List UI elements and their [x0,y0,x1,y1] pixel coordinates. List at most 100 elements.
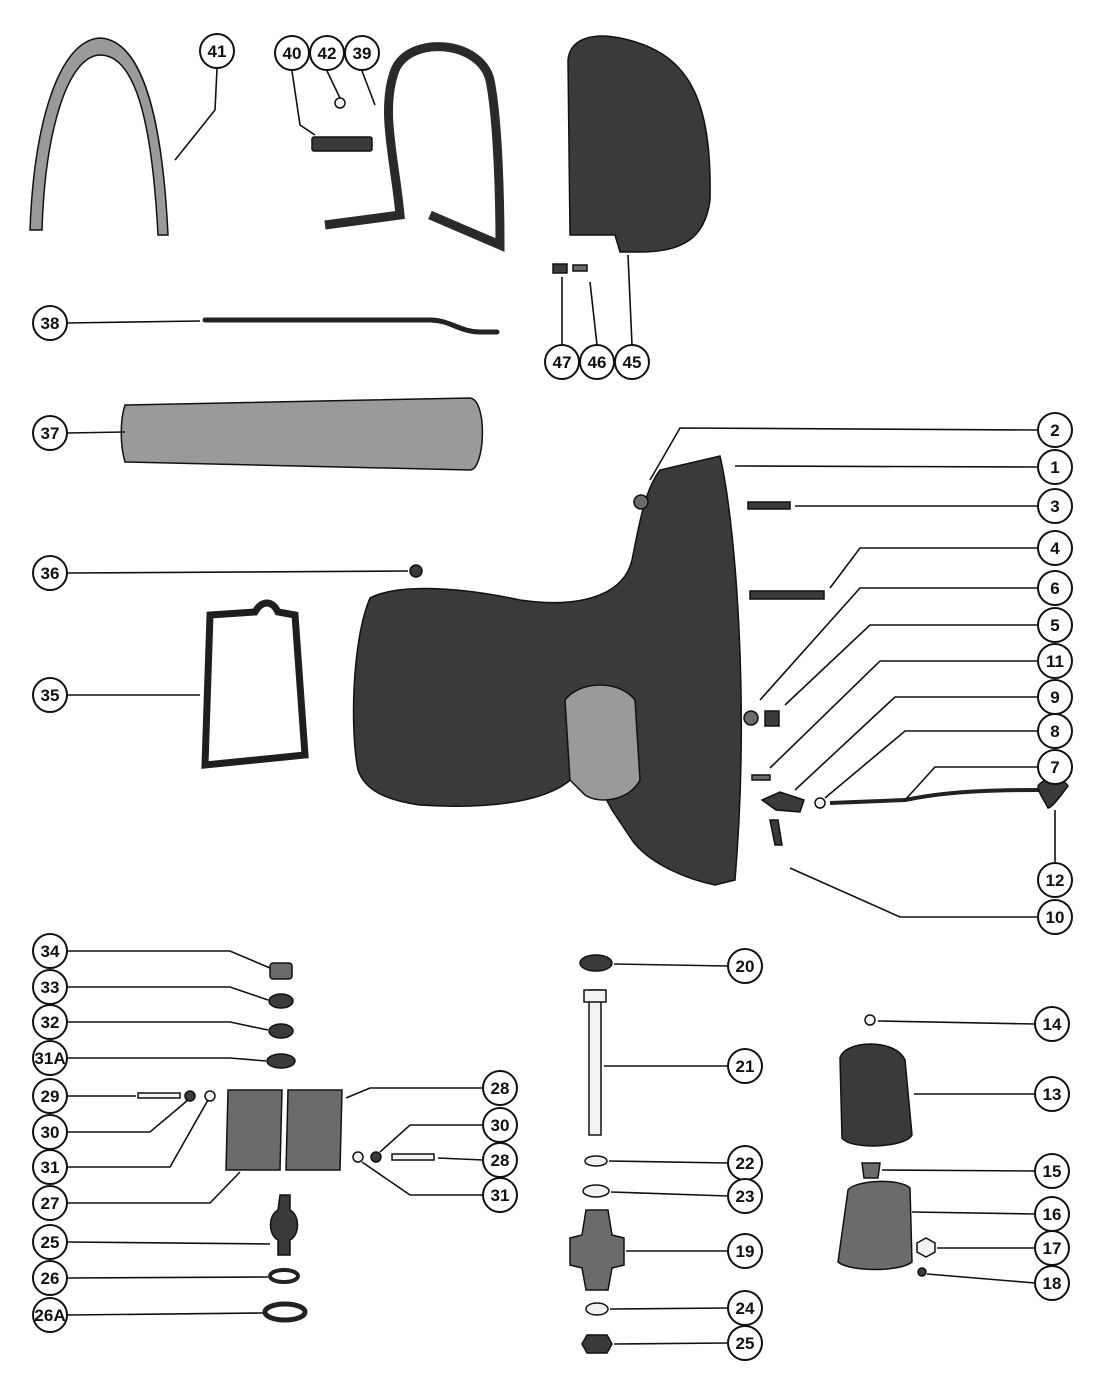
svg-text:32: 32 [41,1013,60,1032]
callout-17: 17 [1034,1230,1070,1266]
callout-18: 18 [1034,1265,1070,1301]
svg-text:25: 25 [41,1233,60,1252]
part-13-cover [839,1043,913,1147]
leader-31A-right [379,1124,483,1153]
svg-text:15: 15 [1043,1162,1062,1181]
svg-text:9: 9 [1050,688,1059,707]
svg-text:26A: 26A [34,1306,65,1325]
leader-5 [784,624,1037,706]
svg-text:13: 13 [1043,1085,1062,1104]
callout-28: 27 [32,1185,68,1221]
part-36-bushing [269,962,293,980]
leader-26 [66,1241,271,1245]
callout-11: 11 [1037,643,1073,679]
part-38-nut [409,564,423,578]
callout-8: 8 [1037,713,1073,749]
part-31-bolt [137,1092,181,1099]
leader-24 [609,1307,729,1310]
part-46-screw [572,264,588,272]
svg-text:14: 14 [1043,1015,1062,1034]
svg-text:6: 6 [1050,579,1059,598]
leader-11 [769,660,1037,769]
part-16-bracket [837,1180,913,1271]
leader-22 [608,1160,729,1164]
svg-text:38: 38 [41,314,60,333]
leader-41 [361,70,376,106]
part-42-plate [311,136,373,152]
svg-text:40: 40 [283,44,302,63]
svg-text:31A: 31A [34,1049,65,1068]
callout-13: 13 [1034,1076,1070,1112]
part-1-housing-detail [564,684,641,801]
callout-24: 24 [727,1290,763,1326]
leader-42 [291,70,316,136]
callout-35: 33 [32,969,68,1005]
callout-27: 26A [32,1297,68,1333]
leader-18 [926,1273,1036,1284]
leader-44 [326,70,341,99]
svg-text:33: 33 [41,978,60,997]
svg-text:5: 5 [1050,616,1059,635]
part-7-shift-rod [829,788,1041,805]
callout-36: 34 [32,933,68,969]
svg-text:30: 30 [41,1123,60,1142]
svg-text:24: 24 [736,1299,755,1318]
svg-text:17: 17 [1043,1239,1062,1258]
callout-33: 31A [32,1040,68,1076]
svg-text:37: 37 [41,424,60,443]
part-30-bolt [391,1153,435,1161]
svg-text:21: 21 [736,1057,755,1076]
callout-47: 47 [544,344,580,380]
svg-text:25: 25 [736,1334,755,1353]
part-9-lever [760,791,805,813]
svg-text:16: 16 [1043,1205,1062,1224]
part-24-washer [585,1302,609,1316]
part-19-mount [569,1209,625,1291]
part-18-screw [917,1267,927,1277]
svg-text:36: 36 [41,564,60,583]
svg-text:42: 42 [318,44,337,63]
callout-41: 39 [344,35,380,71]
part-17-nut [916,1237,936,1258]
svg-text:12: 12 [1046,871,1065,890]
leader-40 [66,320,201,324]
part-26A-ring [268,1268,300,1284]
part-37-gasket [201,599,309,769]
leader-20 [613,963,729,967]
callout-23: 23 [727,1178,763,1214]
part-32-washer-right [352,1151,364,1163]
part-2-nut [633,494,649,510]
leader-28 [67,1171,241,1204]
callout-12: 12 [1037,862,1073,898]
leader-9 [794,696,1037,791]
callout-25: 25 [727,1325,763,1361]
svg-text:45: 45 [623,353,642,372]
part-28-mount-housing [225,1089,283,1171]
callout-26: 25 [32,1224,68,1260]
part-27-ring [262,1301,308,1323]
svg-text:2: 2 [1050,421,1059,440]
leader-33 [67,1057,267,1062]
svg-text:47: 47 [553,353,572,372]
callout-15: 15 [1034,1153,1070,1189]
svg-text:4: 4 [1050,539,1060,558]
callout-19: 19 [727,1233,763,1269]
part-26-mount [269,1194,299,1256]
leader-30 [437,1157,484,1161]
part-39-tube [120,397,484,471]
callout-45: 45 [614,344,650,380]
callout-20: 20 [727,948,763,984]
part-4-stud [749,590,825,600]
svg-text:1: 1 [1050,458,1059,477]
svg-text:29: 29 [41,1087,60,1106]
callout-2: 2 [1037,412,1073,448]
leader-46 [589,281,598,346]
callout-40: 38 [32,305,68,341]
callout-4: 4 [1037,530,1073,566]
callout-32-left: 31 [32,1149,68,1185]
part-1-driveshaft-housing [352,455,742,886]
leader-34 [67,1021,269,1031]
part-22-washer [584,1155,608,1167]
callout-6: 6 [1037,570,1073,606]
